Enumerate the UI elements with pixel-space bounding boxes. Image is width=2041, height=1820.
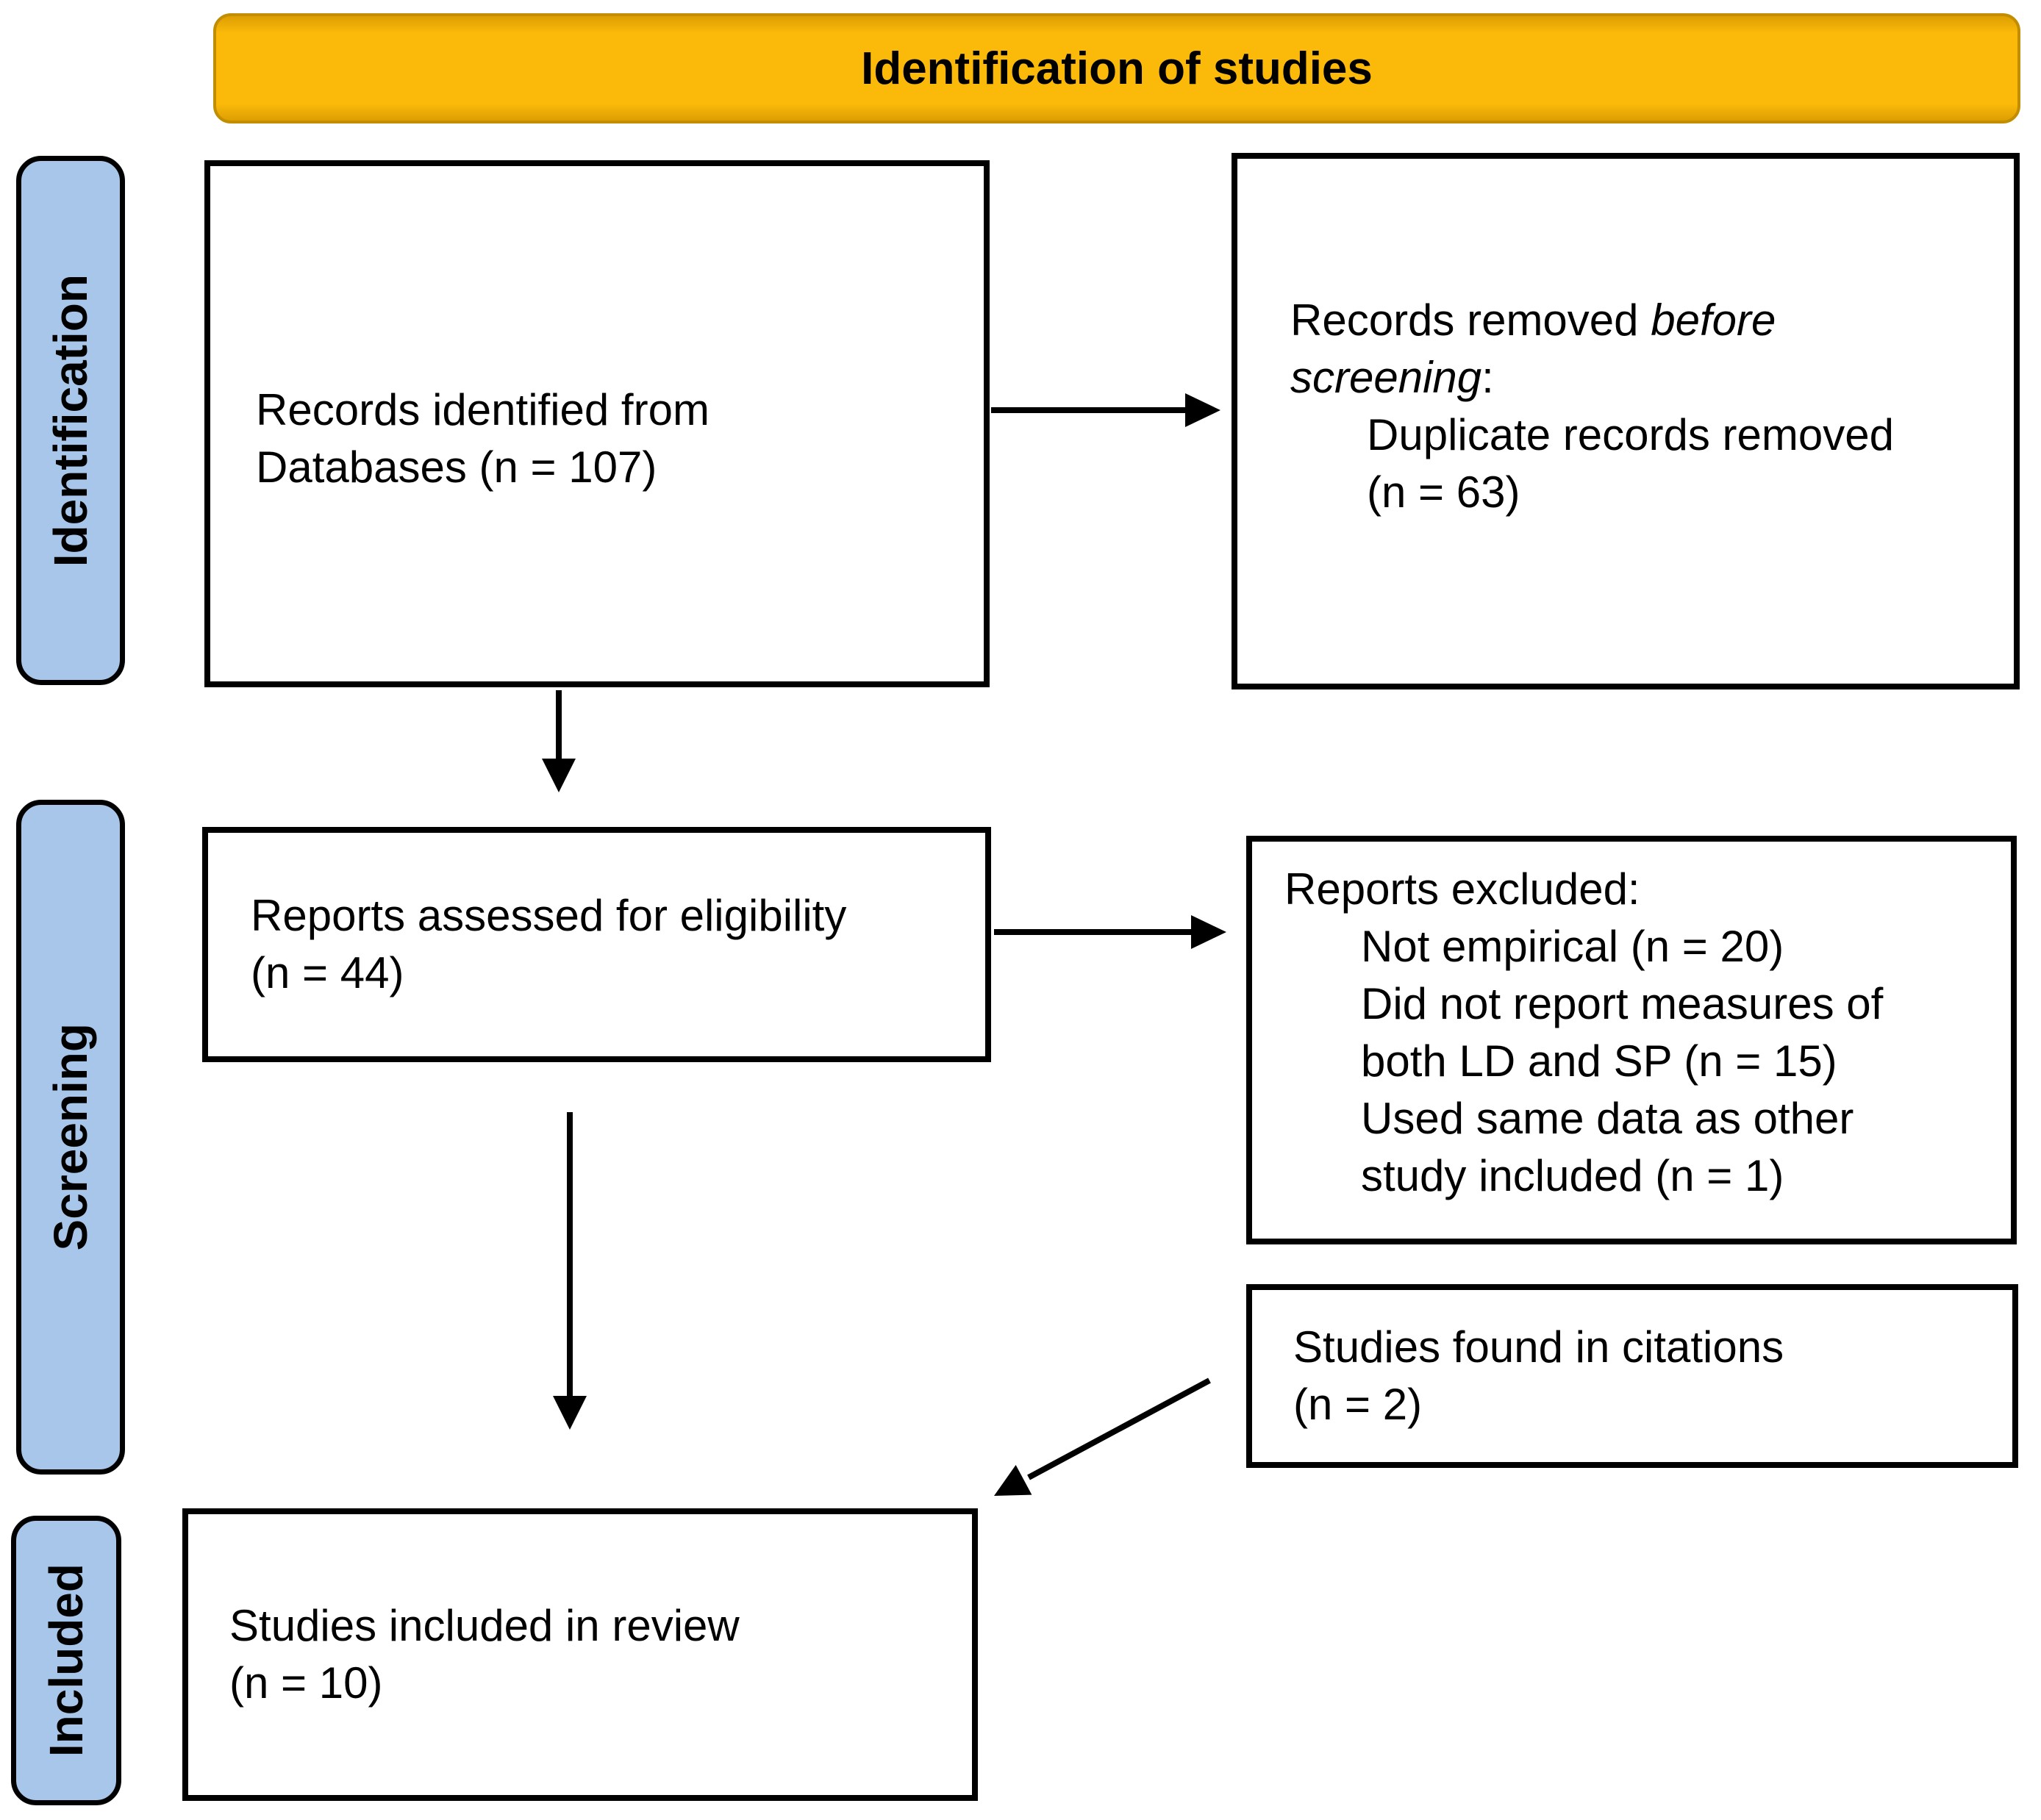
box-studies-included: Studies included in review (n = 10) [182,1508,978,1801]
records-removed-line-1: Records removed before [1290,292,1999,349]
records-removed-line-1-italic: before [1651,295,1776,345]
banner-title: Identification of studies [861,43,1373,94]
arrow-identified-to-removed [991,393,1220,427]
records-removed-line-2-italic: screening [1290,353,1482,402]
arrow-assessed-to-excluded [994,915,1226,949]
excluded-item-3-line-1: Used same data as other [1361,1094,1854,1143]
excluded-item-2-line-1: Did not report measures of [1361,979,1884,1028]
citations-line-1: Studies found in citations [1293,1322,1784,1372]
banner: Identification of studies [213,13,2020,123]
stage-label-identification-text: Identification [44,273,97,567]
excluded-item-3-line-2: study included (n = 1) [1361,1151,1784,1200]
records-removed-line-2: screening: [1290,349,1999,406]
studies-included-line-2: (n = 10) [229,1658,383,1708]
studies-included-line-1: Studies included in review [229,1601,740,1650]
stage-label-identification: Identification [16,156,125,685]
records-identified-line-1: Records identified from [256,384,709,434]
records-identified-line-2: Databases (n = 107) [256,442,657,492]
duplicates-removed-line-1: Duplicate records removed [1367,410,1894,459]
duplicates-removed-line-2: (n = 63) [1367,467,1520,517]
box-reports-excluded: Reports excluded: Not empirical (n = 20)… [1246,836,2017,1244]
stage-label-included-text: Included [40,1563,93,1758]
citations-line-2: (n = 2) [1293,1380,1423,1429]
records-removed-line-1-normal: Records removed [1290,295,1651,345]
stage-label-screening-text: Screening [44,1023,97,1251]
stage-label-screening: Screening [16,800,125,1475]
box-reports-assessed: Reports assessed for eligibility (n = 44… [202,827,991,1062]
arrow-identified-down-to-assessed [542,690,576,792]
arrow-assessed-down-to-included [553,1112,587,1430]
records-removed-line-2-normal: : [1481,353,1494,402]
excluded-item-1-line-1: Not empirical (n = 20) [1361,922,1784,971]
stage-label-included: Included [11,1516,121,1805]
box-studies-found-in-citations: Studies found in citations (n = 2) [1246,1284,2018,1468]
box-records-identified: Records identified from Databases (n = 1… [204,160,990,687]
reports-excluded-heading: Reports excluded: [1284,864,1640,914]
excluded-item-2-line-2: both LD and SP (n = 15) [1361,1036,1837,1086]
box-records-removed-before-screening: Records removed before screening: Duplic… [1232,153,2020,689]
reports-assessed-line-2: (n = 44) [251,948,404,997]
reports-assessed-line-1: Reports assessed for eligibility [251,891,847,940]
arrow-citations-to-included [994,1377,1211,1496]
